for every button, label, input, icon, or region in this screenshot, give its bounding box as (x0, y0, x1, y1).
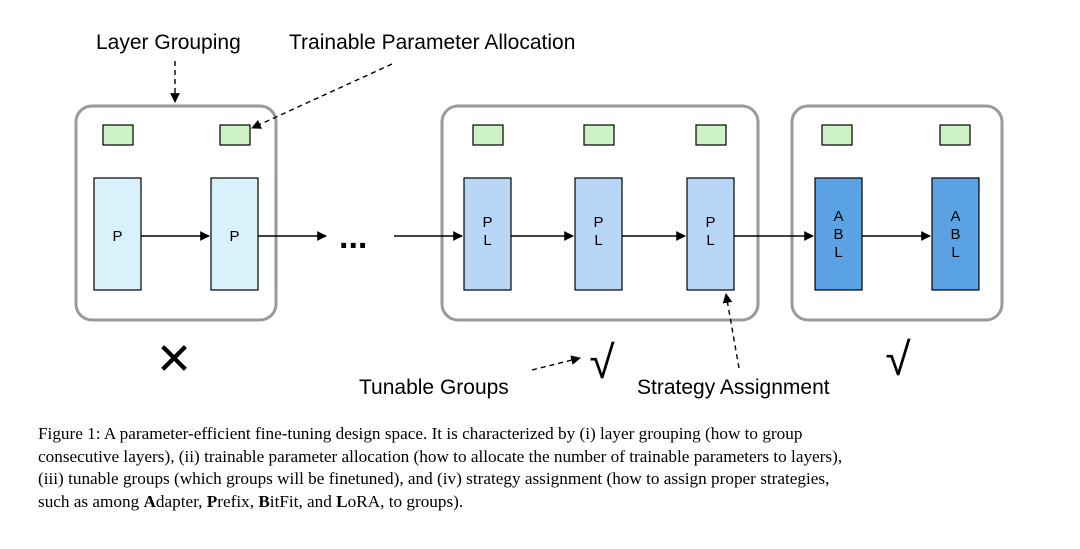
param-box (821, 124, 853, 146)
caption-line-4: such as among Adapter, Prefix, BitFit, a… (38, 491, 1048, 514)
param-box (939, 124, 971, 146)
group-box-2 (440, 104, 760, 322)
cross-mark: ✕ (156, 335, 193, 384)
layer-label: B (950, 226, 960, 243)
caption-text: refix, (217, 491, 259, 511)
layer-label: P (482, 214, 492, 231)
strategy-assignment-label: Strategy Assignment (637, 376, 830, 399)
layer-label: B (833, 226, 843, 243)
layer-label: A (950, 208, 960, 225)
strategy-initial-bitfit: B (258, 491, 270, 511)
group-box-3 (790, 104, 1004, 322)
layer-label: P (705, 214, 715, 231)
dashed-pointer-arrow (251, 63, 393, 129)
figure-caption: Figure 1: A parameter-efficient fine-tun… (38, 423, 1048, 513)
layer-label: A (833, 208, 843, 225)
layer-label: P (229, 228, 239, 245)
layer-block (93, 177, 142, 291)
layer-label: L (594, 232, 602, 249)
caption-line-2: consecutive layers), (ii) trainable para… (38, 446, 843, 466)
strategy-initial-prefix: P (206, 491, 218, 511)
group-box-1 (74, 104, 278, 322)
layer-label: L (834, 244, 842, 261)
param-box (219, 124, 251, 146)
check-mark: √ (589, 336, 615, 388)
strategy-initial-lora: L (336, 491, 348, 511)
ellipsis: ... (339, 218, 367, 256)
layer-block (574, 177, 623, 291)
design-space-diagram: P P P L P L P L A B L A B L ... Layer Gr… (74, 31, 1004, 399)
caption-line-1: Figure 1: A parameter-efficient fine-tun… (38, 423, 1048, 446)
caption-line-3: (iii) tunable groups (which groups will … (38, 469, 830, 488)
caption-text: itFit, and (269, 491, 337, 511)
check-mark: √ (885, 333, 911, 385)
figure-label: Figure 1: (38, 424, 101, 443)
layer-grouping-label: Layer Grouping (96, 31, 241, 54)
caption-text: such as among (38, 491, 144, 511)
layer-label: L (951, 244, 959, 261)
layer-label: L (483, 232, 491, 249)
layer-label: P (112, 228, 122, 245)
layer-block (686, 177, 735, 291)
layer-label: L (706, 232, 714, 249)
param-box (102, 124, 134, 146)
strategy-initial-adapter: A (143, 491, 156, 511)
layer-label: P (593, 214, 603, 231)
layer-block (210, 177, 259, 291)
param-box (583, 124, 615, 146)
caption-text: oRA, to groups). (347, 491, 464, 511)
dashed-pointer-arrow (722, 293, 740, 369)
param-box (472, 124, 504, 146)
trainable-parameter-allocation-label: Trainable Parameter Allocation (289, 31, 575, 54)
param-box (695, 124, 727, 146)
caption-text: dapter, (155, 491, 207, 511)
layer-block (463, 177, 512, 291)
dashed-pointer-arrow (531, 355, 581, 371)
tunable-groups-label: Tunable Groups (359, 376, 509, 399)
layer-block (814, 177, 863, 291)
caption-text: A parameter-efficient fine-tuning design… (103, 424, 803, 443)
layer-block (931, 177, 980, 291)
